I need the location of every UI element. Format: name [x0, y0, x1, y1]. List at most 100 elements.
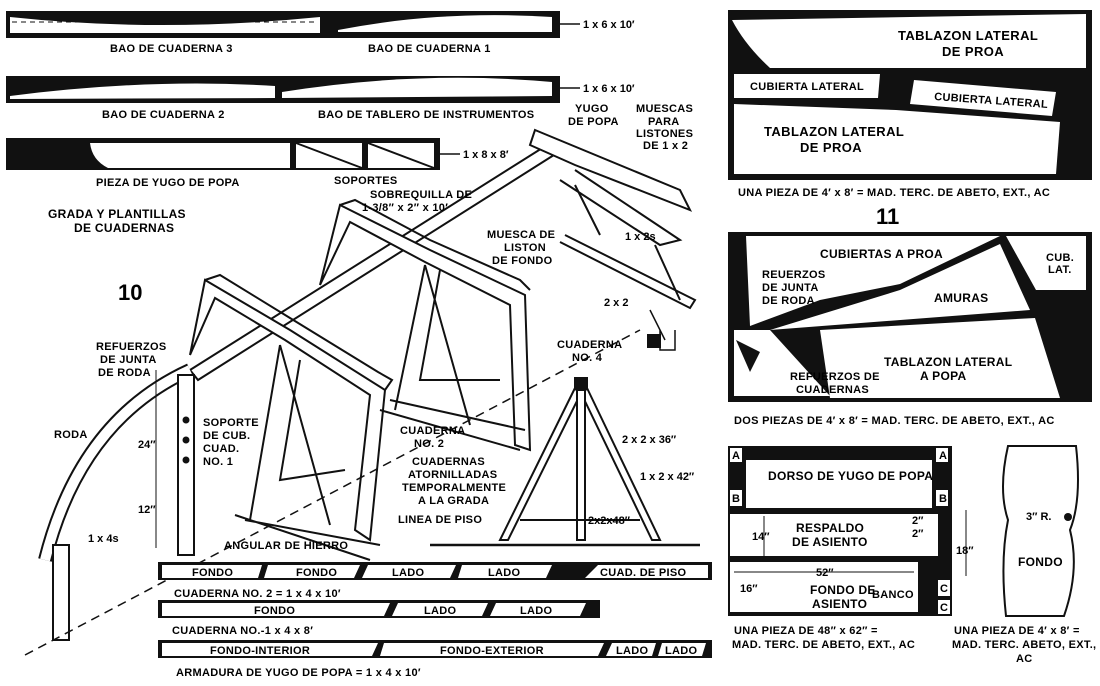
atornilladas-4: A LA GRADA — [418, 495, 489, 507]
p2-refuerzos-cuad-1: REFUERZOS DE — [790, 371, 880, 383]
muesca-liston-3: DE FONDO — [492, 255, 553, 267]
yugo-label-1: YUGO — [575, 103, 609, 115]
dim-2x2x48: 2x2x48″ — [588, 515, 631, 527]
bao-tablero-label: BAO DE TABLERO DE INSTRUMENTOS — [318, 109, 534, 121]
soportes-label: SOPORTES — [334, 175, 398, 187]
strip1-lado-2: LADO — [488, 567, 521, 579]
panel-3: A A B B C C DORSO DE YUGO DE POPA RESPAL… — [728, 446, 974, 651]
p1-top-1: TABLAZON LATERAL — [898, 28, 1038, 43]
grada-title-1: GRADA Y PLANTILLAS — [48, 207, 186, 221]
panel-1: TABLAZON LATERAL DE PROA CUBIERTA LATERA… — [728, 10, 1092, 229]
strip2-lado-1: LADO — [424, 605, 457, 617]
strip1-fondo-1: FONDO — [192, 567, 233, 579]
cuaderna2-label-1: CUADERNA — [400, 425, 465, 437]
dim-1x2s: 1 x 2s — [625, 231, 656, 243]
p3-dim-16: 16″ — [740, 583, 758, 595]
strip2-caption: CUADERNA NO.-1 x 4 x 8′ — [172, 625, 313, 637]
strip-row-3: FONDO-INTERIOR FONDO-EXTERIOR LADO LADO … — [158, 640, 712, 679]
soporte-label-1: SOPORTE — [203, 417, 259, 429]
p2-cubiertas-proa: CUBIERTAS A PROA — [820, 247, 943, 261]
muescas-label-4: DE 1 x 2 — [643, 140, 688, 152]
muescas-label-3: LISTONES — [636, 128, 693, 140]
refuerzos-label-1: REFUERZOS — [96, 341, 167, 353]
board-row-1: BAO DE CUADERNA 3 BAO DE CUADERNA 1 1 x … — [6, 11, 635, 55]
sobrequilla-label-2: 1-3/8″ x 2″ x 10′ — [362, 202, 448, 214]
atornilladas-3: TEMPORALMENTE — [402, 482, 506, 494]
bao3-label: BAO DE CUADERNA 3 — [110, 43, 233, 55]
dim-1x4s: 1 x 4s — [88, 533, 119, 545]
p3-caption-1: UNA PIEZA DE 48″ x 62″ = — [734, 625, 878, 637]
p3-dim-14: 14″ — [752, 531, 770, 543]
dim-12: 12″ — [138, 504, 156, 516]
strip1-cuad-piso: CUAD. DE PISO — [600, 567, 687, 579]
strip3-fondo-interior: FONDO-INTERIOR — [210, 645, 310, 657]
bao2-label: BAO DE CUADERNA 2 — [102, 109, 225, 121]
strip1-caption: CUADERNA NO. 2 = 1 x 4 x 10′ — [174, 588, 341, 600]
figure-10: 10 — [118, 280, 142, 305]
atornilladas-1: CUADERNAS — [412, 456, 485, 468]
assembly-labels: GRADA Y PLANTILLAS DE CUADERNAS 10 YUGO … — [48, 103, 695, 552]
strip3-lado-2: LADO — [665, 645, 698, 657]
soporte-label-2: DE CUB. — [203, 430, 250, 442]
refuerzos-label-2: DE JUNTA — [100, 354, 157, 366]
p3-fondo-asiento-2: ASIENTO — [812, 597, 867, 611]
p1-bottom-1: TABLAZON LATERAL — [764, 124, 904, 139]
strip3-lado-1: LADO — [616, 645, 649, 657]
sawhorse-detail — [430, 377, 700, 547]
bao1-label: BAO DE CUADERNA 1 — [368, 43, 491, 55]
p3-dim-2a: 2″ — [912, 515, 924, 527]
p3-corner-a-right: A — [939, 450, 947, 462]
p2-refuerzos-roda-2: DE JUNTA — [762, 282, 819, 294]
atornilladas-2: ATORNILLADAS — [408, 469, 497, 481]
soporte-label-3: CUAD. — [203, 443, 239, 455]
muesca-liston-1: MUESCA DE — [487, 229, 555, 241]
strip-row-1: FONDO FONDO LADO LADO CUAD. DE PISO CUAD… — [158, 562, 712, 600]
p3-dim-2b: 2″ — [912, 528, 924, 540]
p1-cub-left: CUBIERTA LATERAL — [750, 81, 864, 93]
p4-radius: 3″ R. — [1026, 511, 1051, 523]
p3-corner-a-left: A — [732, 450, 740, 462]
board3-dim: 1 x 8 x 8′ — [463, 149, 509, 161]
cuaderna4-label-1: CUADERNA — [557, 339, 622, 351]
muesca-liston-2: LISTON — [504, 242, 546, 254]
p4-caption-3: AC — [1016, 653, 1033, 665]
soporte-label-4: NO. 1 — [203, 456, 233, 468]
p2-cub-lat-2: LAT. — [1048, 264, 1072, 276]
grada-title-2: DE CUADERNAS — [74, 221, 174, 235]
strip2-lado-2: LADO — [520, 605, 553, 617]
dim-2x2: 2 x 2 — [604, 297, 628, 309]
refuerzos-label-3: DE RODA — [98, 367, 151, 379]
p3-respaldo-2: DE ASIENTO — [792, 535, 868, 549]
p2-caption: DOS PIEZAS DE 4′ x 8′ = MAD. TERC. DE AB… — [734, 415, 1055, 427]
p2-amuras: AMURAS — [934, 291, 988, 305]
p2-refuerzos-roda-3: DE RODA — [762, 295, 815, 307]
cuaderna4-label-2: NO. 4 — [572, 352, 603, 364]
p3-corner-b-left: B — [732, 493, 740, 505]
p2-tablazon-popa-2: A POPA — [920, 369, 967, 383]
p4-fondo: FONDO — [1018, 555, 1063, 569]
board1-dim: 1 x 6 x 10′ — [583, 19, 635, 31]
p1-caption: UNA PIEZA DE 4′ x 8′ = MAD. TERC. DE ABE… — [738, 187, 1050, 199]
p4-caption-2: MAD. TERC. ABETO, EXT., — [952, 639, 1096, 651]
muescas-label-1: MUESCAS — [636, 103, 693, 115]
p3-dim-52: 52″ — [816, 567, 834, 579]
angular-label: ANGULAR DE HIERRO — [224, 540, 348, 552]
dim-24: 24″ — [138, 439, 156, 451]
p2-cub-lat-1: CUB. — [1046, 252, 1074, 264]
assembly-drawing — [24, 128, 697, 656]
p2-refuerzos-cuad-2: CUADERNAS — [796, 384, 869, 396]
strip-row-2: FONDO LADO LADO CUADERNA NO.-1 x 4 x 8′ — [158, 600, 600, 637]
panel-4: 3″ R. FONDO UNA PIEZA DE 4′ x 8′ = MAD. … — [952, 445, 1096, 665]
p3-dorso: DORSO DE YUGO DE POPA — [768, 469, 933, 483]
strip2-fondo: FONDO — [254, 605, 295, 617]
yugo-label-2: DE POPA — [568, 116, 619, 128]
board-row-3: PIEZA DE YUGO DE POPA SOPORTES 1 x 8 x 8… — [6, 138, 509, 189]
p4-caption-1: UNA PIEZA DE 4′ x 8′ = — [954, 625, 1080, 637]
board2-dim: 1 x 6 x 10′ — [583, 83, 635, 95]
p2-refuerzos-roda-1: REUERZOS — [762, 269, 826, 281]
sobrequilla-label-1: SOBREQUILLA DE — [370, 189, 472, 201]
figure-11: 11 — [876, 204, 899, 229]
p3-caption-2: MAD. TERC. DE ABETO, EXT., AC — [732, 639, 915, 651]
